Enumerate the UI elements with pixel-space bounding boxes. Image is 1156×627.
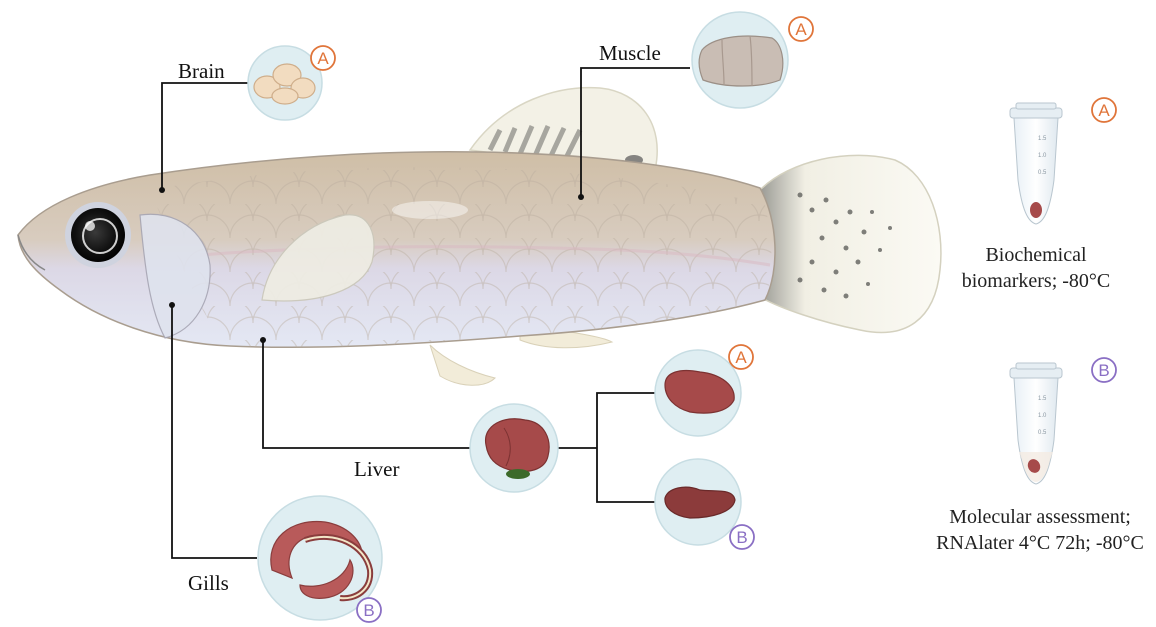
badge-storage-a: A [1092,98,1116,122]
storage-b-caption-line2: RNAlater 4°C 72h; -80°C [936,532,1144,554]
storage-b-caption-line1: Molecular assessment; [949,506,1131,528]
muscle-tissue-icon [699,36,783,86]
badge-brain-a: A [311,46,335,70]
liver-label: Liver [354,457,399,481]
svg-text:1.5: 1.5 [1038,396,1047,402]
svg-text:1.5: 1.5 [1038,136,1047,142]
badge-storage-b: B [1092,358,1116,382]
muscle-callout [692,12,788,108]
microtube-icon [1010,363,1062,484]
storage-a-caption-line1: Biochemical [985,244,1087,266]
tube-b: 1.5 1.0 0.5 [1010,363,1062,484]
svg-text:A: A [1098,101,1110,120]
svg-text:A: A [735,348,747,367]
svg-text:B: B [1098,361,1109,380]
badge-gills-b: B [357,598,381,622]
fish-eye [65,202,131,268]
pelvic-fin [430,345,495,385]
storage-a-caption-line2: biomarkers; -80°C [962,270,1111,292]
badge-liver-a: A [729,345,753,369]
liver-a-callout [655,350,741,436]
svg-text:0.5: 0.5 [1038,170,1047,176]
caudal-fin [760,155,941,332]
svg-text:0.5: 0.5 [1038,430,1047,436]
badge-muscle-a: A [789,17,813,41]
muscle-label: Muscle [599,41,661,65]
liver-b-callout [655,459,741,545]
gills-label: Gills [188,571,229,595]
svg-text:A: A [795,20,807,39]
brain-label: Brain [178,59,225,83]
svg-text:B: B [363,601,374,620]
svg-text:A: A [317,49,329,68]
badge-liver-b: B [730,525,754,549]
svg-text:1.0: 1.0 [1038,413,1047,419]
svg-text:1.0: 1.0 [1038,153,1047,159]
svg-text:B: B [736,528,747,547]
microtube-icon [1010,103,1062,224]
liver-branch [597,393,662,502]
liver-callout [470,404,558,492]
fish-illustration [18,88,941,386]
tube-a: 1.5 1.0 0.5 [1010,103,1062,224]
